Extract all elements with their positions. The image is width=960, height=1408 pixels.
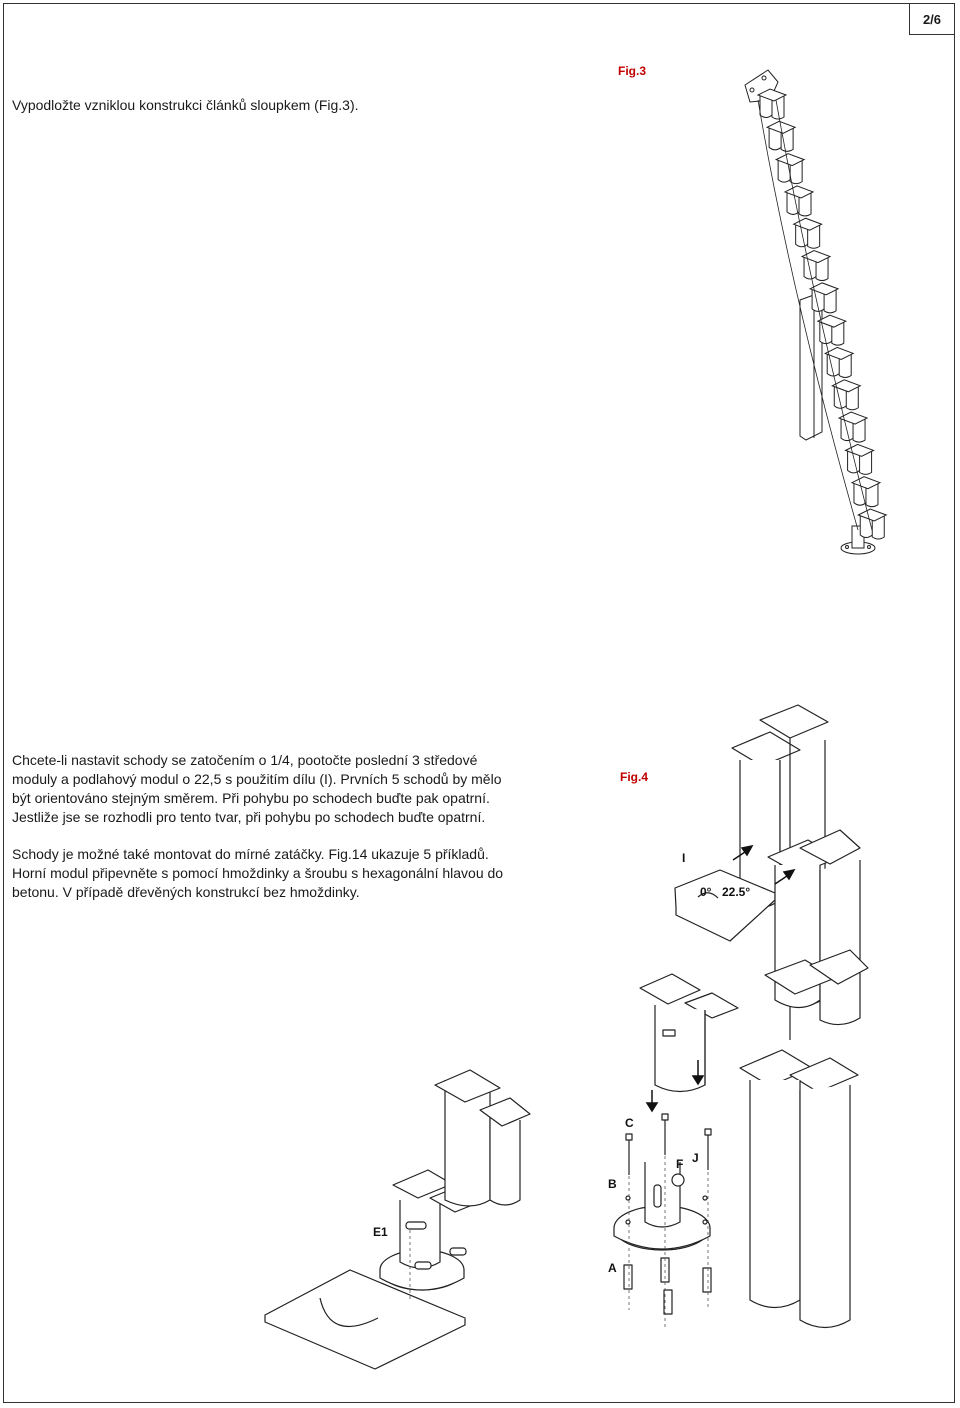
stair-module-plate <box>837 411 869 425</box>
stair-module-plate <box>831 379 862 393</box>
label-I: I <box>682 851 685 865</box>
instructions-paragraph-2: Schody je možné také montovat do mírné z… <box>12 845 532 902</box>
label-angle-0: 0° <box>700 885 712 899</box>
label-angle-22: 22.5° <box>722 885 750 899</box>
stair-module-plate <box>774 153 806 167</box>
label-F: F <box>676 1157 683 1171</box>
instruction-line: Jestliže jse se rozhodli pro tento tvar,… <box>12 809 486 825</box>
page-number: 2/6 <box>909 4 954 35</box>
label-J: J <box>692 1151 699 1165</box>
page-frame: 2/6 <box>3 3 955 1403</box>
part-I-plate <box>674 869 776 942</box>
intro-paragraph: Vypodložte vzniklou konstrukci článků sl… <box>12 97 359 113</box>
module-middle-right <box>764 829 869 1026</box>
stair-module <box>803 256 829 282</box>
anchors-A <box>623 1257 712 1315</box>
instruction-line: Chcete-li nastavit schody se zatočením o… <box>12 752 478 768</box>
stair-module <box>786 191 812 217</box>
instruction-line: betonu. V případě dřevěných konstrukcí b… <box>12 884 360 900</box>
instruction-line: Horní modul připevněte s pomocí hmoždink… <box>12 865 504 881</box>
stair-module-plate <box>823 346 855 361</box>
stair-module-plate <box>756 88 788 102</box>
instruction-line: moduly a podlahový modul o 22,5 s použit… <box>12 771 502 787</box>
fig3-label: Fig.3 <box>618 64 647 78</box>
module-bottom-right <box>739 1049 859 1329</box>
stair-module <box>819 321 845 346</box>
stair-module <box>768 127 794 152</box>
label-E1: E1 <box>373 1225 388 1239</box>
stair-module-plate <box>844 443 875 457</box>
stair-module-plate <box>808 282 840 296</box>
fig3-staircase-illustration <box>744 69 888 555</box>
floor-slab <box>264 1269 466 1370</box>
stair-module <box>859 515 885 540</box>
module-floor <box>613 1162 711 1251</box>
label-B: B <box>608 1177 617 1191</box>
instruction-line: Schody je možné také montovat do mírné z… <box>12 846 489 862</box>
instruction-line: být orientováno stejným směrem. Při pohy… <box>12 790 490 806</box>
stair-module-plate <box>816 314 848 328</box>
stair-module-plate <box>800 249 832 264</box>
instructions-paragraph-1: Chcete-li nastavit schody se zatočením o… <box>12 751 532 827</box>
screws-CFJ <box>625 1113 712 1175</box>
module-bottom-left <box>379 1069 531 1291</box>
stair-module <box>853 482 879 508</box>
stair-module-plate <box>792 217 823 231</box>
module-middle <box>639 973 739 1093</box>
label-C: C <box>625 1116 634 1130</box>
stair-module <box>840 418 866 443</box>
fig4-label: Fig.4 <box>620 770 649 784</box>
label-A: A <box>608 1261 617 1275</box>
stair-module <box>777 159 803 185</box>
